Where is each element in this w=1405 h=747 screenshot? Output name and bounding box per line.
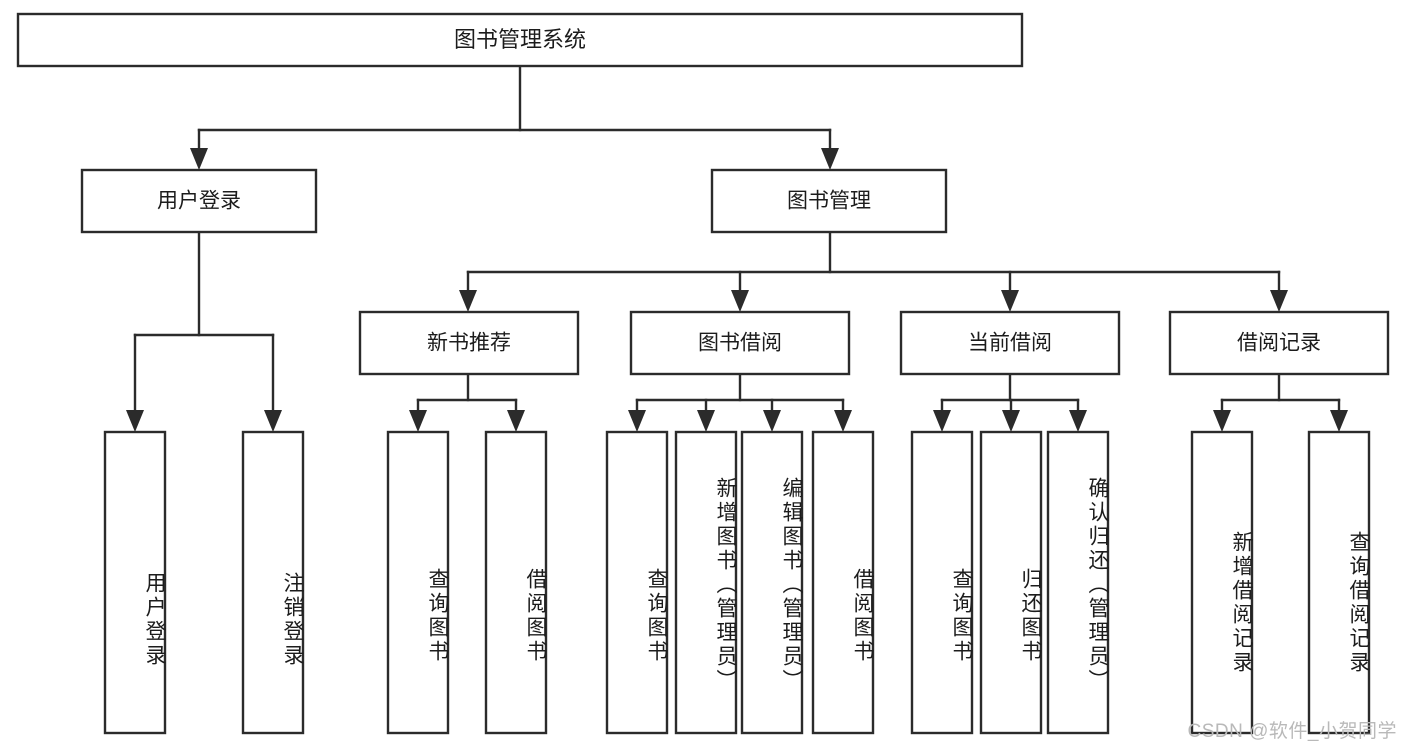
arrow-head-cb-leaf-2 bbox=[1002, 410, 1020, 432]
arrow-head-book-mgmt bbox=[821, 148, 839, 170]
arrow-head-book-borrow bbox=[731, 290, 749, 312]
connector-group-new-book-recommend bbox=[409, 372, 525, 432]
leaf-box-user-login[interactable] bbox=[103, 430, 167, 735]
node-borrow-record-box[interactable] bbox=[1168, 310, 1390, 376]
leaf-box-logout[interactable] bbox=[241, 430, 305, 735]
node-new-book-recommend-label: 新书推荐 bbox=[427, 332, 511, 355]
arrow-head-current-borrow bbox=[1001, 290, 1019, 312]
arrow-head-cb-leaf-1 bbox=[933, 410, 951, 432]
connector-group-book-borrow bbox=[628, 372, 852, 432]
node-new-book-recommend[interactable]: 新书推荐 bbox=[358, 310, 580, 376]
watermark-text: CSDN @软件_小贺同学 bbox=[1187, 721, 1397, 742]
arrow-head-user-login bbox=[190, 148, 208, 170]
leaf-box-cb-return-book[interactable] bbox=[979, 430, 1043, 735]
leaf-box-bb-borrow-book[interactable] bbox=[811, 430, 875, 735]
arrow-head-new-book-recommend bbox=[459, 290, 477, 312]
node-root-label: 图书管理系统 bbox=[454, 27, 586, 52]
leaf-box-br-query-record[interactable] bbox=[1307, 430, 1371, 735]
leaf-box-bb-add-book[interactable] bbox=[674, 430, 738, 735]
node-book-borrow[interactable]: 图书借阅 bbox=[629, 310, 851, 376]
leaf-box-nbr-query-book[interactable] bbox=[386, 430, 450, 735]
leaf-box-bb-edit-book[interactable] bbox=[740, 430, 804, 735]
arrow-head-bb-leaf-2 bbox=[697, 410, 715, 432]
arrow-head-nbr-leaf-1 bbox=[409, 410, 427, 432]
arrow-head-leaf-logout bbox=[264, 410, 282, 432]
arrow-head-br-leaf-1 bbox=[1213, 410, 1231, 432]
connector-group-book-mgmt bbox=[459, 230, 1288, 312]
connector-group-root bbox=[190, 64, 839, 170]
node-user-login-box[interactable] bbox=[80, 168, 318, 234]
arrow-head-leaf-user-login bbox=[126, 410, 144, 432]
node-user-login[interactable]: 用户登录 bbox=[80, 168, 318, 234]
node-borrow-record[interactable]: 借阅记录 bbox=[1168, 310, 1390, 376]
node-new-book-recommend-box[interactable] bbox=[358, 310, 580, 376]
leaf-box-br-add-record[interactable] bbox=[1190, 430, 1254, 735]
arrow-head-br-leaf-2 bbox=[1330, 410, 1348, 432]
node-book-management-box[interactable] bbox=[710, 168, 948, 234]
node-current-borrow-box[interactable] bbox=[899, 310, 1121, 376]
connector-group-current-borrow bbox=[933, 372, 1087, 432]
arrow-head-bb-leaf-1 bbox=[628, 410, 646, 432]
node-book-borrow-label: 图书借阅 bbox=[698, 332, 782, 355]
arrow-head-nbr-leaf-2 bbox=[507, 410, 525, 432]
leaf-box-nbr-borrow-book[interactable] bbox=[484, 430, 548, 735]
node-root[interactable]: 图书管理系统 bbox=[16, 12, 1024, 68]
arrow-head-bb-leaf-4 bbox=[834, 410, 852, 432]
connector-group-user-login bbox=[126, 230, 282, 432]
node-root-box[interactable] bbox=[16, 12, 1024, 68]
leaf-box-cb-query-book[interactable] bbox=[910, 430, 974, 735]
node-borrow-record-label: 借阅记录 bbox=[1237, 332, 1321, 355]
arrow-head-cb-leaf-3 bbox=[1069, 410, 1087, 432]
connector-group-borrow-record bbox=[1213, 372, 1348, 432]
node-book-management-label: 图书管理 bbox=[787, 190, 871, 213]
leaf-box-bb-query-book[interactable] bbox=[605, 430, 669, 735]
arrow-head-borrow-record bbox=[1270, 290, 1288, 312]
node-user-login-label: 用户登录 bbox=[157, 190, 241, 213]
node-book-borrow-box[interactable] bbox=[629, 310, 851, 376]
leaf-boxes bbox=[103, 430, 1371, 735]
leaf-box-cb-confirm-return[interactable] bbox=[1046, 430, 1110, 735]
node-current-borrow-label: 当前借阅 bbox=[968, 332, 1052, 355]
node-book-management[interactable]: 图书管理 bbox=[710, 168, 948, 234]
node-current-borrow[interactable]: 当前借阅 bbox=[899, 310, 1121, 376]
arrow-head-bb-leaf-3 bbox=[763, 410, 781, 432]
